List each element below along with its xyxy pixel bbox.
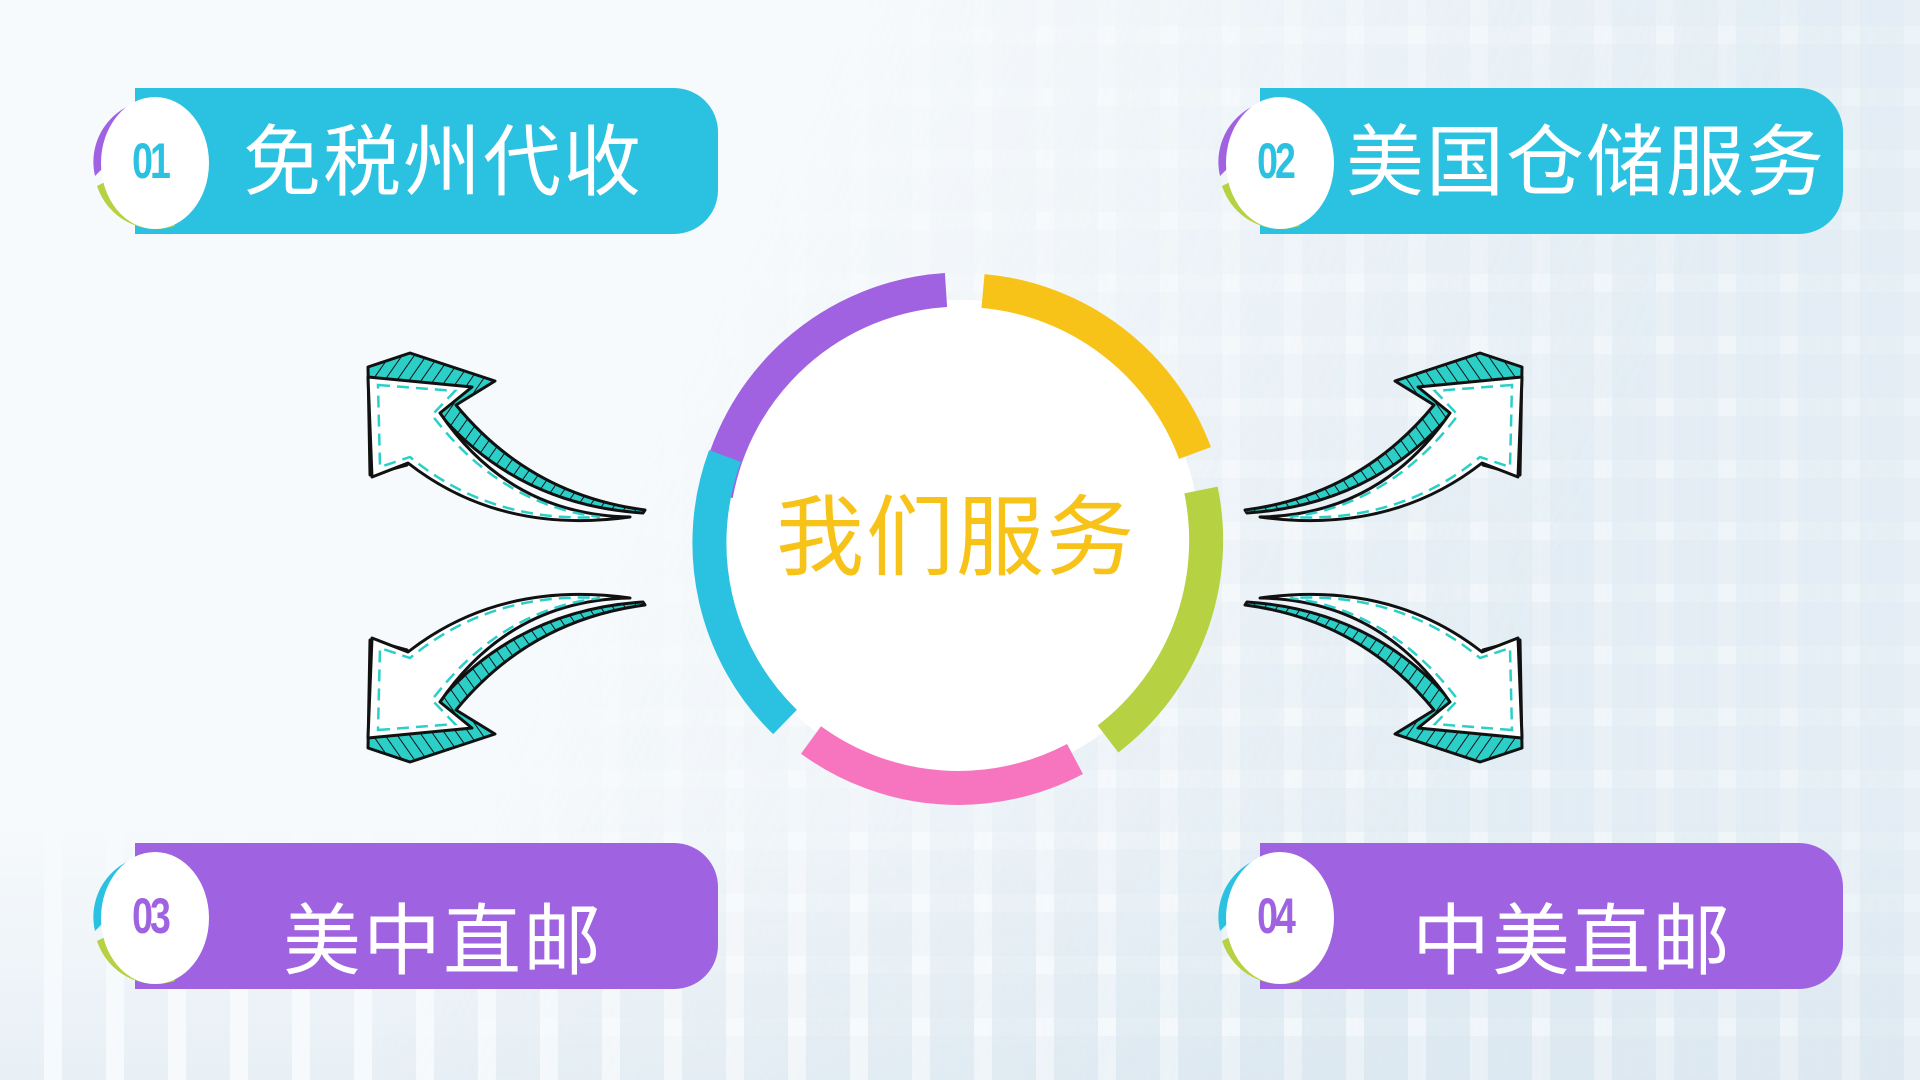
badge-ring-icon bbox=[1218, 852, 1334, 984]
service-number: 03 bbox=[132, 888, 171, 944]
service-pill-background bbox=[1260, 88, 1843, 234]
service-number: 01 bbox=[132, 133, 171, 189]
number-badge: 01 bbox=[75, 86, 225, 236]
service-label: 美中直邮 bbox=[283, 897, 604, 987]
number-badge: 02 bbox=[1200, 86, 1350, 236]
center-title-text: 我们服务 bbox=[775, 486, 1136, 589]
curved-arrow-down-left-icon bbox=[366, 592, 647, 764]
curved-arrow-up-right-icon bbox=[1243, 351, 1524, 523]
badge-ring-icon bbox=[93, 97, 209, 229]
number-badge: 03 bbox=[75, 841, 225, 991]
service-label: 中美直邮 bbox=[1412, 897, 1733, 987]
service-card-04: 04 中美直邮 bbox=[1200, 843, 1843, 989]
service-pill-background bbox=[135, 843, 718, 989]
badge-ring-icon bbox=[1218, 97, 1334, 229]
service-number: 02 bbox=[1257, 133, 1296, 189]
service-card-02: 02 美国仓储服务 bbox=[1200, 88, 1843, 234]
service-card-01: 01 免税州代收 bbox=[75, 88, 718, 234]
service-label: 美国仓储服务 bbox=[1346, 118, 1827, 208]
service-number: 04 bbox=[1257, 888, 1296, 944]
center-ring-icon bbox=[692, 273, 1224, 805]
curved-arrow-down-right-icon bbox=[1243, 592, 1524, 764]
service-label: 免税州代收 bbox=[243, 118, 644, 208]
service-pill-background bbox=[135, 88, 718, 234]
service-card-03: 03 美中直邮 bbox=[75, 843, 718, 989]
badge-ring-icon bbox=[93, 852, 209, 984]
number-badge: 04 bbox=[1200, 841, 1350, 991]
curved-arrow-up-left-icon bbox=[366, 351, 647, 523]
service-pill-background bbox=[1260, 843, 1843, 989]
center-title: 我们服务 bbox=[690, 270, 1230, 810]
